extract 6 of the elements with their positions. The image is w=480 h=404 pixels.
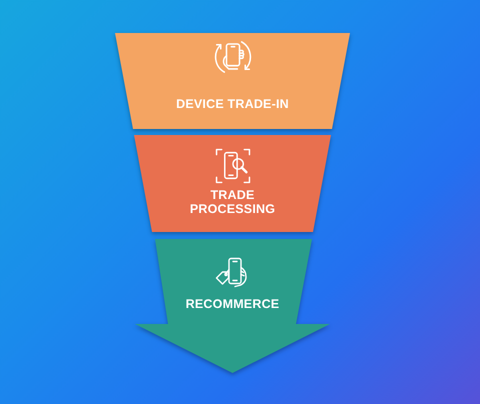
stage-label: TRADE PROCESSING bbox=[188, 188, 276, 216]
funnel-stage bbox=[134, 135, 331, 232]
stage-label: DEVICE TRADE-IN bbox=[176, 97, 289, 111]
stage-label: RECOMMERCE bbox=[186, 297, 280, 311]
funnel-stage bbox=[115, 33, 350, 129]
down-arrow-stage bbox=[135, 239, 330, 373]
